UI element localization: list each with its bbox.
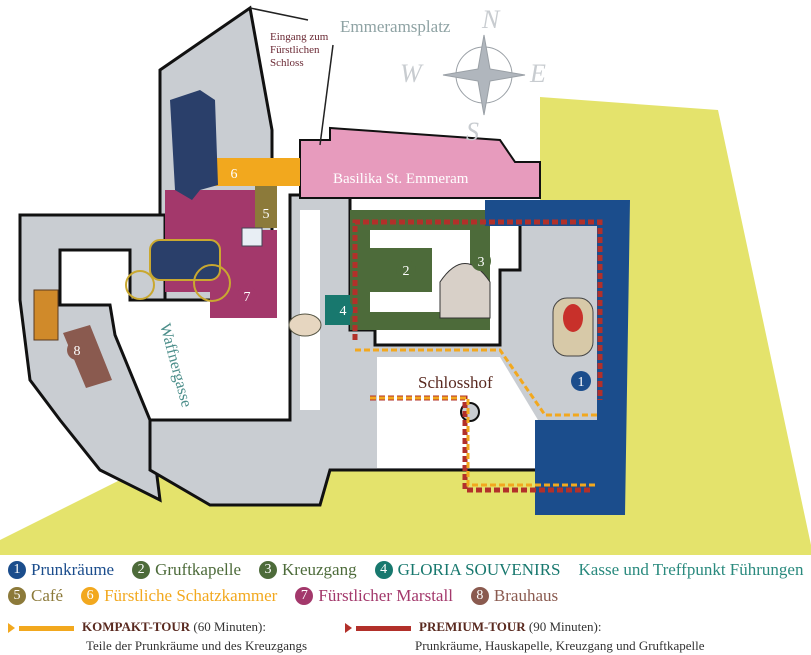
beer-stein-illustration bbox=[33, 289, 59, 341]
svg-text:7: 7 bbox=[244, 290, 251, 305]
courtyard-label: Schlosshof bbox=[418, 373, 493, 392]
svg-text:4: 4 bbox=[340, 304, 347, 319]
tour-desc: Prunkräume, Hauskapelle, Kreuzgang und G… bbox=[415, 638, 705, 653]
compass-s: S bbox=[466, 117, 479, 146]
inner-court bbox=[300, 210, 320, 410]
legend-label: Fürstlicher Marstall bbox=[318, 586, 453, 605]
svg-text:5: 5 bbox=[263, 207, 270, 222]
badge-5 bbox=[256, 203, 276, 223]
legend-num: 1 bbox=[8, 561, 26, 579]
legend-label: Prunkräume bbox=[31, 560, 115, 579]
courtyard bbox=[377, 357, 538, 468]
uniform-illustration bbox=[170, 90, 218, 200]
basilica-label: Basilika St. Emmeram bbox=[333, 171, 469, 187]
carriage-illustration bbox=[125, 239, 231, 302]
compass-n: N bbox=[481, 5, 501, 34]
tour-name: PREMIUM-TOUR bbox=[419, 619, 526, 634]
svg-text:3: 3 bbox=[478, 255, 485, 270]
legend-num: 8 bbox=[470, 587, 489, 605]
emmeramsplatz-label: Emmeramsplatz bbox=[340, 17, 451, 36]
legend-label: Gruftkapelle bbox=[155, 560, 241, 579]
legend-item-kreuzgang: 3 Kreuzgang bbox=[259, 560, 357, 580]
tour-duration: (60 Minuten): bbox=[193, 619, 266, 634]
compass-w: W bbox=[400, 59, 424, 88]
legend-label: Brauhaus bbox=[493, 586, 559, 605]
compass-icon: N W E S bbox=[400, 5, 546, 146]
svg-text:2: 2 bbox=[403, 264, 410, 279]
legend-num: 7 bbox=[295, 587, 314, 605]
schatzkammer-area bbox=[205, 158, 300, 186]
legend-kasse: Kasse und Treffpunkt Führungen bbox=[578, 560, 804, 579]
badge-8 bbox=[67, 340, 87, 360]
legend-num: 4 bbox=[374, 561, 393, 579]
tour-duration: (90 Minuten): bbox=[528, 619, 602, 634]
basilica bbox=[299, 126, 541, 199]
premium-tour-legend: PREMIUM-TOUR (90 Minuten): Prunkräume, H… bbox=[345, 617, 705, 655]
badge-1 bbox=[571, 371, 591, 391]
kompakt-tour-legend: KOMPAKT-TOUR (60 Minuten): Teile der Pru… bbox=[8, 617, 307, 655]
throne-illustration bbox=[552, 297, 594, 357]
badge-2 bbox=[396, 260, 416, 280]
legend-num: 2 bbox=[132, 561, 151, 579]
waffnergasse-label: Waffnergasse bbox=[156, 322, 195, 410]
legend-label: Kreuzgang bbox=[282, 560, 357, 579]
legend-item-prunkraeume: 1 Prunkräume bbox=[8, 560, 114, 580]
kompakt-tour-route bbox=[355, 348, 598, 487]
svg-text:6: 6 bbox=[231, 167, 238, 182]
legend-label: Café bbox=[31, 586, 64, 605]
arrow-icon bbox=[8, 623, 15, 634]
legend-item-cafe: 5 Café bbox=[8, 586, 63, 606]
legend-num: 3 bbox=[259, 561, 277, 579]
svg-text:1: 1 bbox=[578, 375, 585, 390]
badge-6 bbox=[224, 163, 244, 183]
badge-7 bbox=[237, 286, 257, 306]
cafe-cup-icon bbox=[241, 227, 263, 247]
dog-illustration bbox=[288, 313, 322, 337]
legend-num: 5 bbox=[8, 587, 26, 605]
arrow-icon bbox=[345, 623, 352, 634]
badge-3 bbox=[471, 251, 491, 271]
legend-label: Fürstliche Schatzkammer bbox=[104, 586, 278, 605]
badge-4 bbox=[333, 300, 353, 320]
premium-line bbox=[356, 625, 411, 631]
svg-text:8: 8 bbox=[74, 344, 81, 359]
kompakt-line bbox=[19, 625, 74, 631]
tour-desc: Teile der Prunkräume und des Kreuzgangs bbox=[86, 638, 308, 653]
prunkraeume-area bbox=[485, 200, 630, 515]
legend-label: GLORIA SOUVENIRS bbox=[397, 560, 561, 579]
tour-name: KOMPAKT-TOUR bbox=[82, 619, 191, 634]
legend-num: 6 bbox=[81, 587, 100, 605]
chapel-portal-icon bbox=[439, 263, 491, 319]
compass-e: E bbox=[529, 59, 546, 88]
